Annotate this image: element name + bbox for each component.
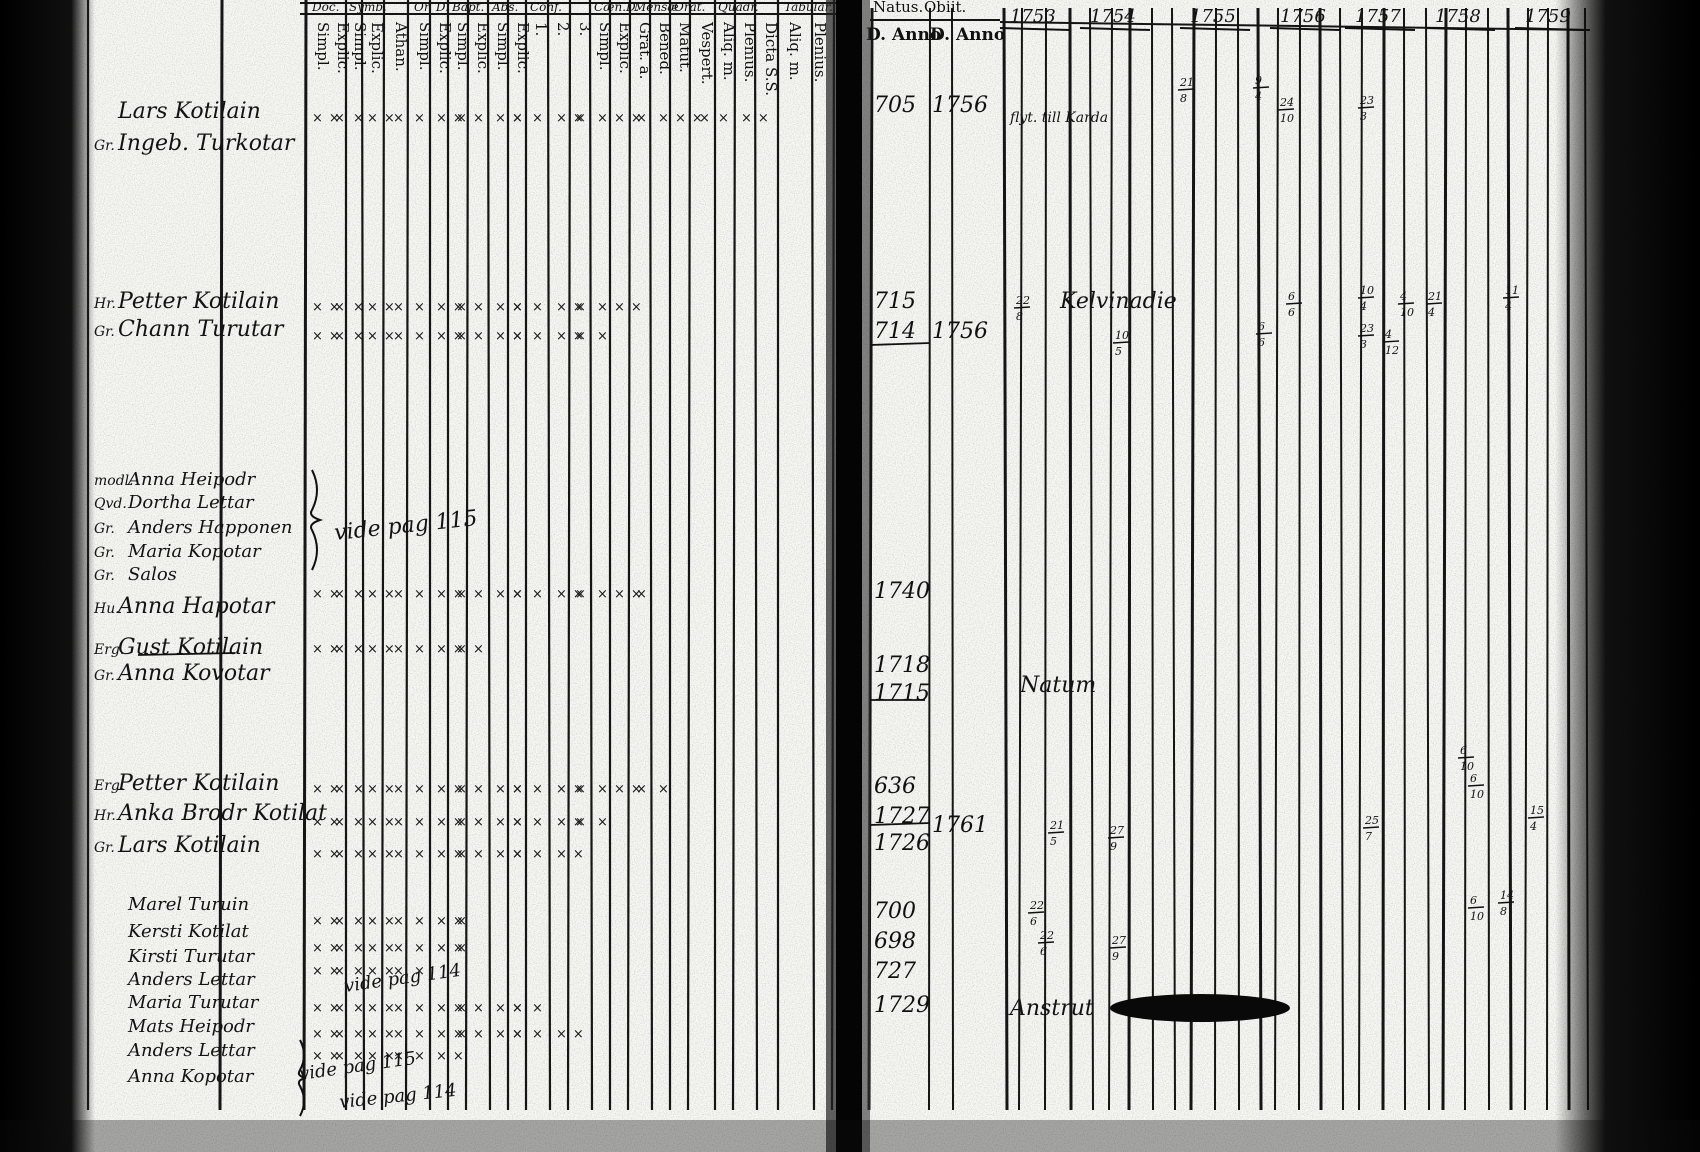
- register-scan: Doc.Simpl.Explic.Symb.Simpl.Explic.Athan…: [0, 0, 1700, 1152]
- scan-noise: [0, 0, 1700, 1152]
- register-spread: Doc.Simpl.Explic.Symb.Simpl.Explic.Athan…: [0, 0, 1700, 1152]
